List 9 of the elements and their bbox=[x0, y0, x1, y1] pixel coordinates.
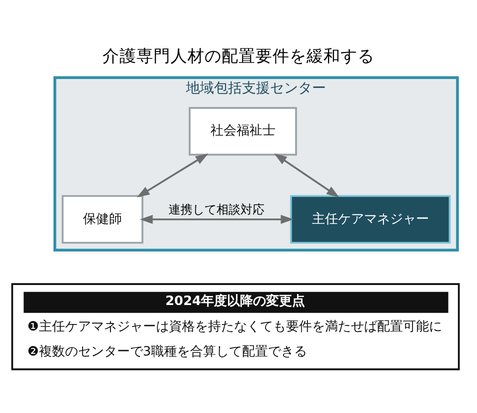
arrow bbox=[140, 214, 294, 224]
arrow bbox=[274, 152, 340, 198]
edge-label: 連携して相談対応 bbox=[168, 202, 265, 216]
node-box: 保健師 bbox=[62, 194, 144, 244]
node-box: 2024年度以降の変更点 ❶主任ケアマネジャーは資格を持たなくても要件を満たせば配置可能に ❷複数のセンターで3職種を合算して配置できる bbox=[11, 282, 460, 370]
node-box: 社会福祉士 bbox=[188, 106, 297, 156]
node-box: 主任ケアマネジャー bbox=[290, 194, 451, 244]
arrow bbox=[136, 152, 208, 197]
diagram-title: 介護専門人材の配置要件を緩和する bbox=[102, 46, 374, 66]
